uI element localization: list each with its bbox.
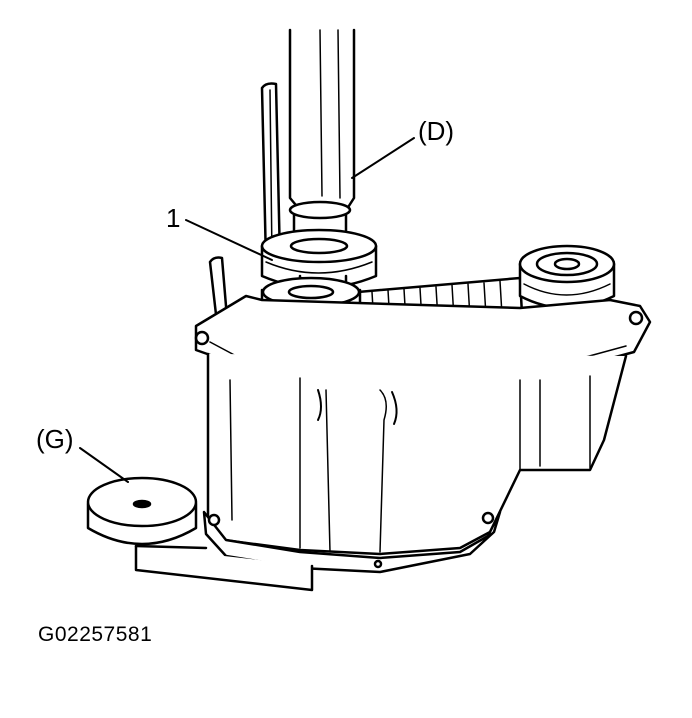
leader-d [351, 137, 415, 179]
label-tool-g: (G) [36, 424, 74, 454]
leader-1 [185, 219, 273, 261]
front-sprocket [518, 244, 616, 310]
label-part-1: 1 [166, 203, 181, 233]
tool-g-disc [86, 476, 198, 546]
figure-code: G02257581 [38, 623, 153, 646]
press-shaft [288, 28, 356, 242]
label-tool-d: (D) [418, 116, 455, 146]
guide-rod [260, 82, 282, 264]
transfer-case-body [206, 352, 628, 556]
leader-lines [79, 137, 415, 483]
support-plate [134, 544, 314, 592]
leader-g [79, 447, 129, 483]
